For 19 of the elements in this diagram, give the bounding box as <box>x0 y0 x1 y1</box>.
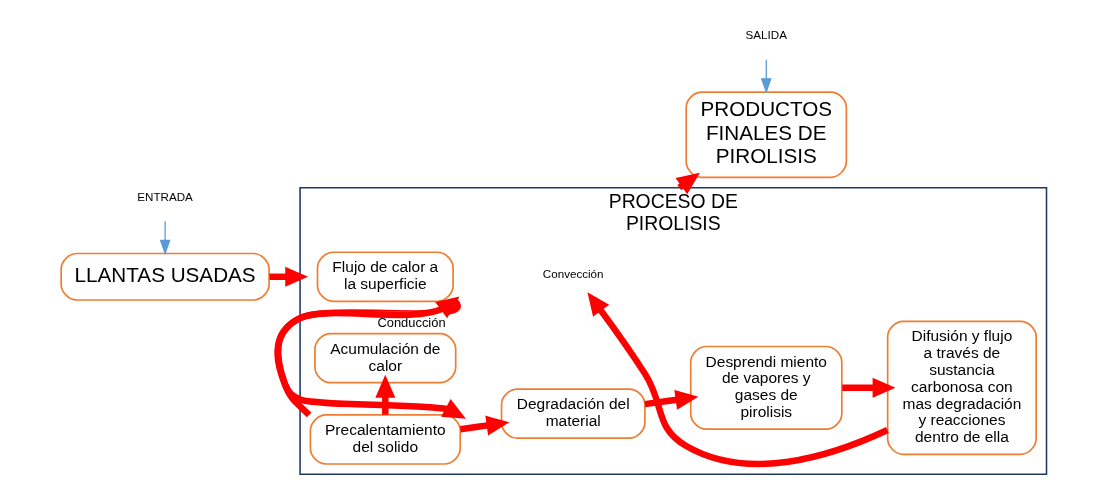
node-text: SALIDA <box>745 28 787 42</box>
arrow <box>459 415 510 436</box>
edge-label: Conducción <box>377 314 446 330</box>
arrow <box>269 266 309 287</box>
node-box: Flujo de calor a la superficie <box>316 251 454 303</box>
arrow <box>587 292 889 468</box>
node-box: Degradación del material <box>500 388 646 440</box>
arrow <box>375 374 396 415</box>
node-text: Convección <box>542 267 604 281</box>
node-text: ENTRADA <box>137 189 193 203</box>
arrow <box>644 390 699 410</box>
node-box: Desprendi miento de vapores y gases de pirolisis <box>689 345 843 430</box>
arrow <box>159 220 171 256</box>
node-box: Acumulación de calor <box>314 332 457 384</box>
node-box: LLANTAS USADAS <box>60 252 270 301</box>
node-box: PRODUCTOS FINALES DE PIROLISIS <box>685 91 848 179</box>
node-box: Difusión y flujo a través de sustancia carbonosa con mas degradación y reacciones dentro de ella <box>886 320 1037 456</box>
arrow <box>760 59 772 94</box>
node-box: Precalentamiento del solido <box>309 414 462 465</box>
